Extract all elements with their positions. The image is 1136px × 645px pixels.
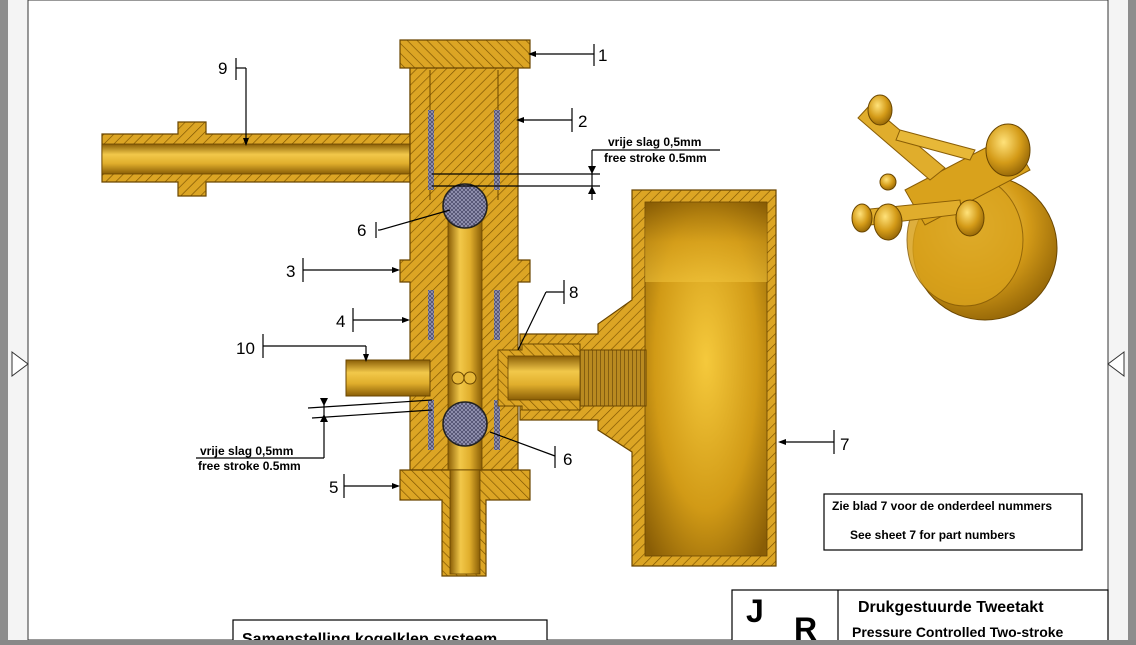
callout-4: 4 [336,312,345,331]
isometric-view [851,94,1058,321]
leader-arrows [243,51,786,489]
callout-2: 2 [578,112,587,131]
pressure-chamber-part-7 [497,189,777,567]
inlet-pipe-part-9 [101,121,423,197]
info-box-line-2: See sheet 7 for part numbers [850,528,1016,542]
stroke-note-top-nl: vrije slag 0,5mm [608,135,701,149]
side-plug-part-10 [345,359,431,397]
ball-bottom [442,401,488,447]
callout-3: 3 [286,262,295,281]
title-block [731,589,1109,645]
logo-letter-r: R [794,611,817,640]
ball-top [442,183,488,229]
drawing-title: Samenstelling kogelklep systeem [242,631,497,640]
stroke-note-top-en: free stroke 0.5mm [604,151,707,165]
stroke-note-bottom-nl: vrije slag 0,5mm [200,444,293,458]
left-center-mark [11,351,29,377]
callout-6-top: 6 [357,221,366,240]
stroke-note-bottom-en: free stroke 0.5mm [198,459,301,473]
callout-5: 5 [329,478,338,497]
title-english: Pressure Controlled Two-stroke [852,624,1064,640]
callout-1: 1 [598,46,607,65]
right-center-mark [1107,351,1125,377]
title-dutch: Drukgestuurde Tweetakt [858,599,1044,616]
callout-6-bottom: 6 [563,450,572,469]
info-box-line-1: Zie blad 7 voor de onderdeel nummers [832,499,1052,513]
callout-7: 7 [840,435,849,454]
callout-9: 9 [218,59,227,78]
info-box [823,493,1083,551]
valve-body [399,39,531,577]
callout-10: 10 [236,339,255,358]
leader-lines [196,44,835,498]
logo-letter-j: J [746,593,764,629]
callout-8: 8 [569,283,578,302]
